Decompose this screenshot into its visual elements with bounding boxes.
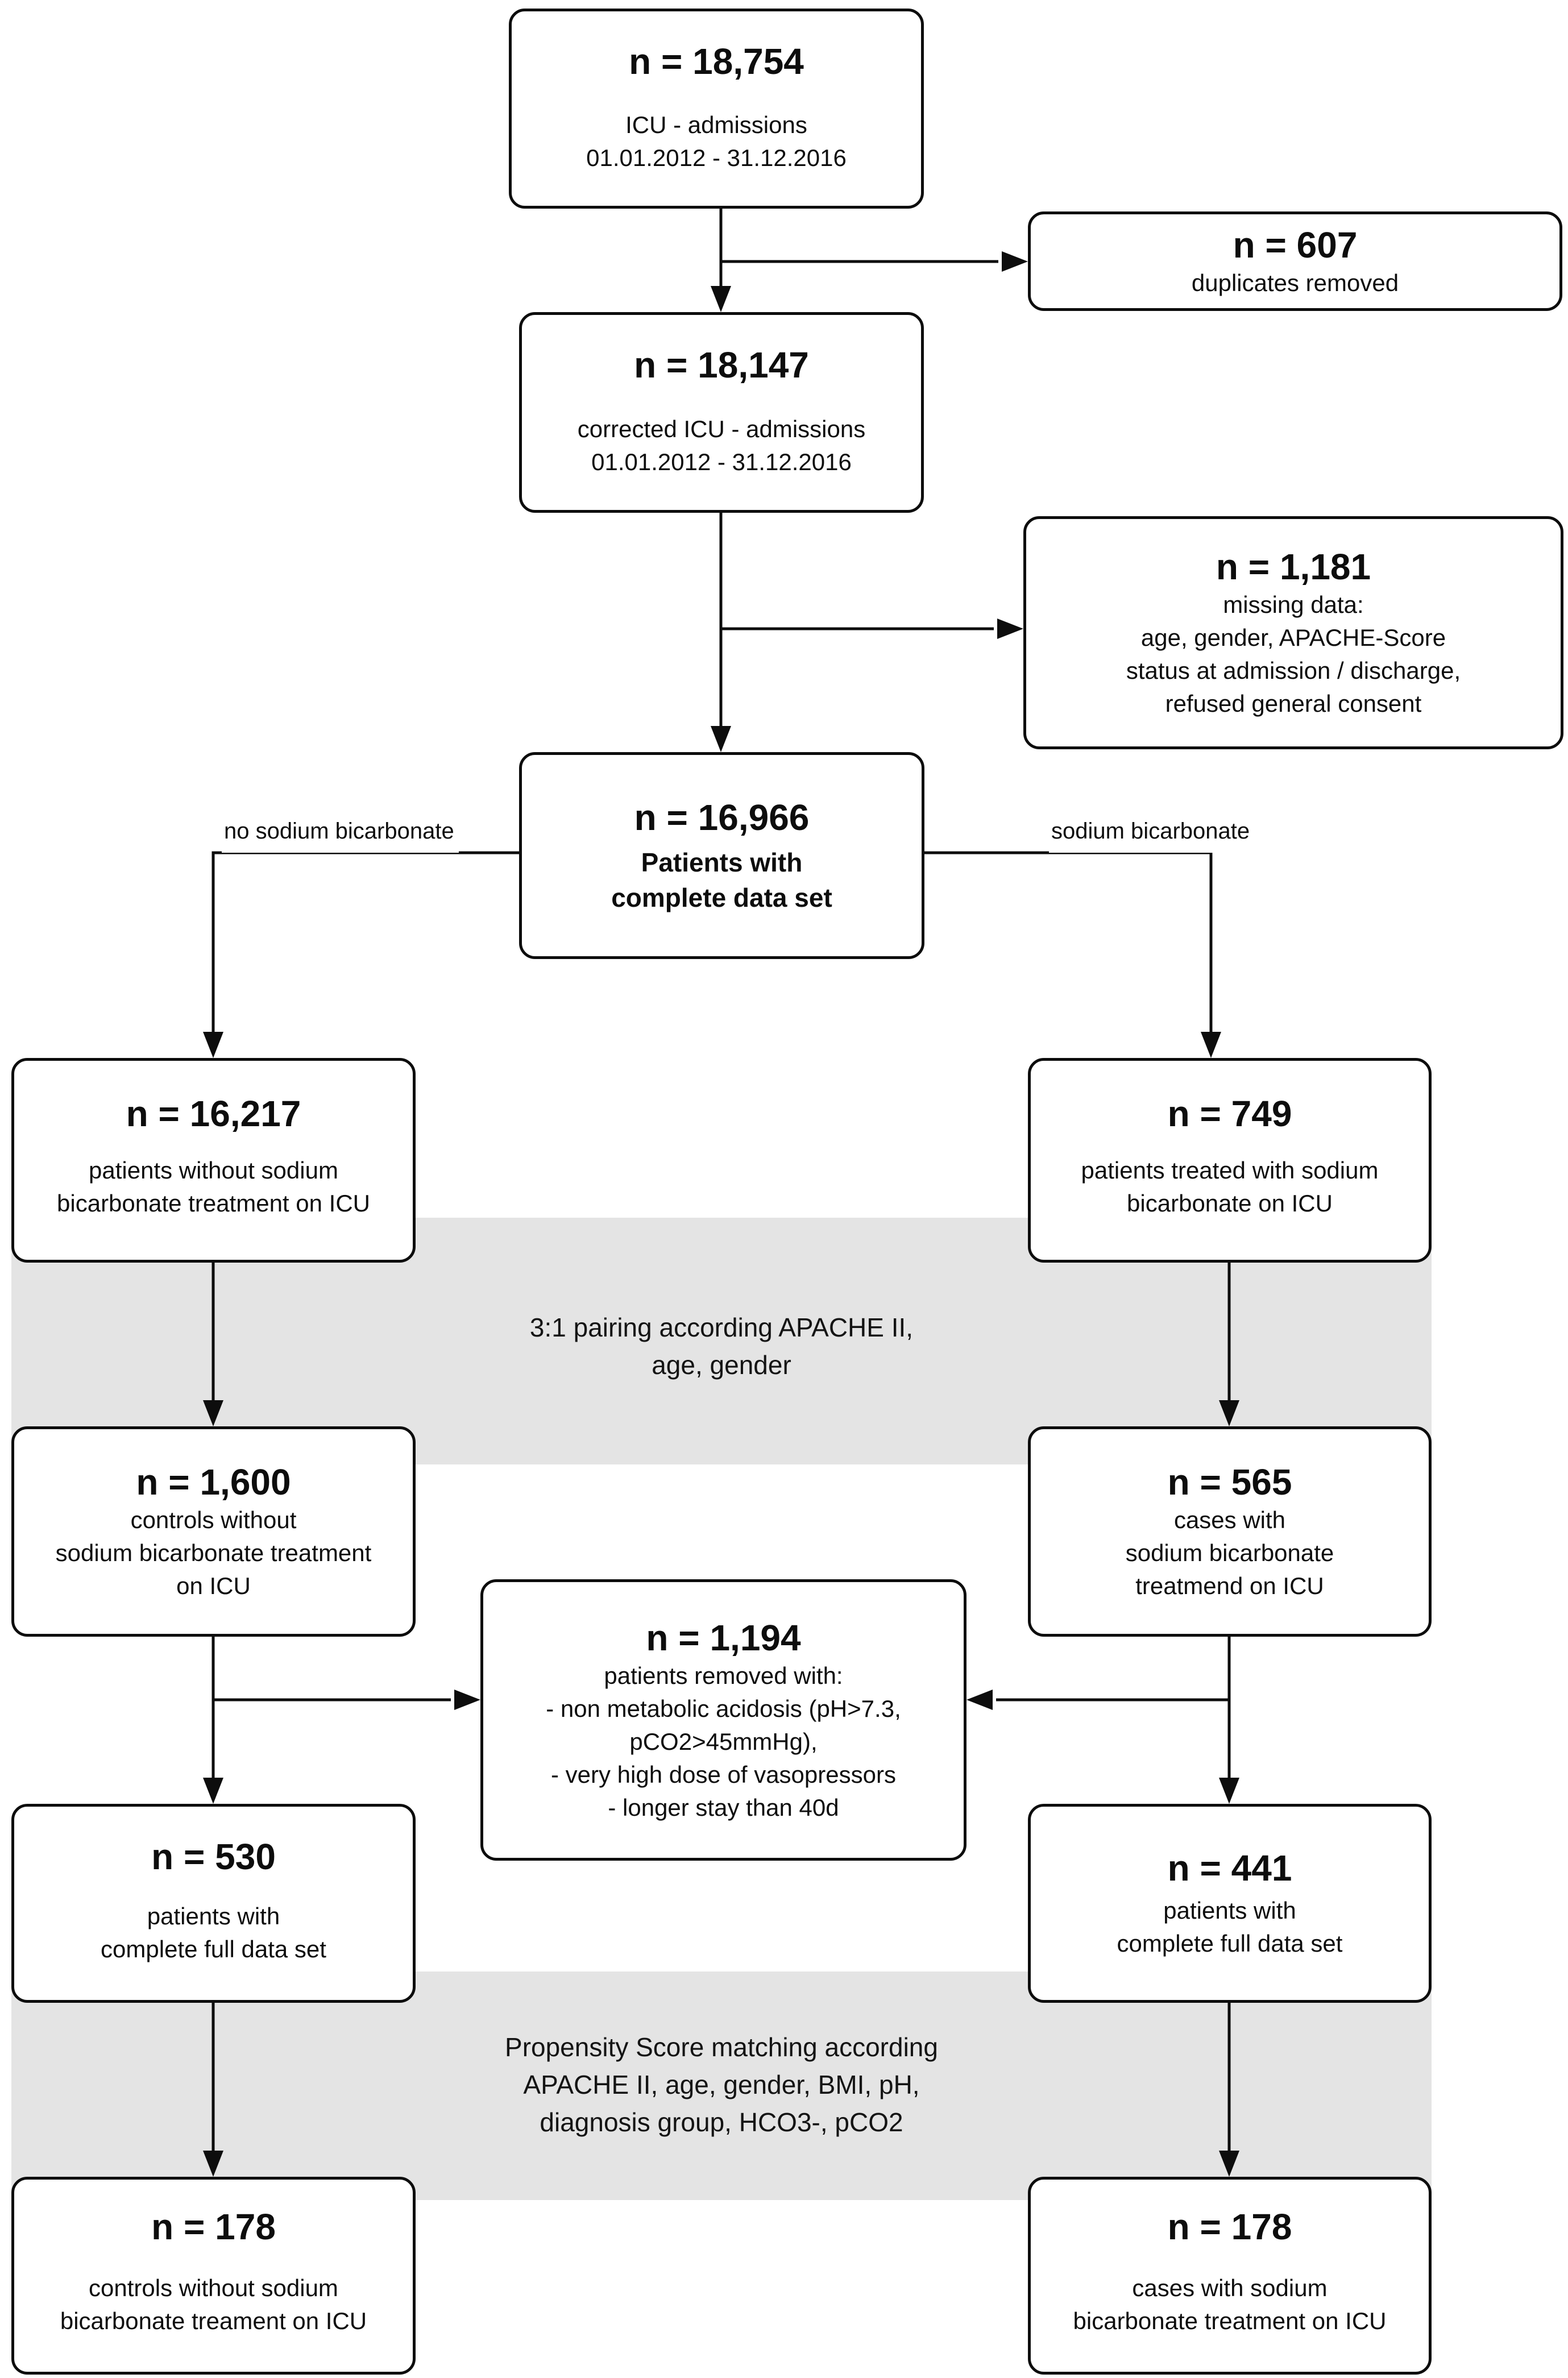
propensity-band-text: Propensity Score matching according [505, 2032, 938, 2062]
node-text-line: controls without sodium [89, 2275, 338, 2301]
node-text-line: patients without sodium [89, 1157, 338, 1184]
arrowhead-down-icon [1219, 2151, 1239, 2177]
node-text-line: patients removed with: [604, 1662, 843, 1689]
node-text: controls without sodium bicarbonate trea… [56, 1504, 372, 1603]
node-cases-full: n = 441 patients with complete full data… [1028, 1804, 1432, 2003]
node-text-line: controls without [130, 1507, 297, 1533]
arrowhead-left-icon [966, 1690, 993, 1710]
node-text-line: patients with [147, 1903, 280, 1929]
node-text-line: on ICU [176, 1572, 251, 1599]
node-count: n = 18,754 [629, 41, 804, 82]
node-count: n = 1,194 [646, 1617, 801, 1658]
arrowhead-down-icon [711, 286, 731, 312]
node-count: n = 18,147 [634, 345, 809, 385]
node-count: n = 16,966 [634, 797, 810, 838]
node-text-line: cases with sodium [1132, 2275, 1328, 2301]
node-text-line: 01.01.2012 - 31.12.2016 [586, 144, 847, 171]
node-count: n = 178 [1167, 2206, 1292, 2247]
node-text-line: treatmend on ICU [1135, 1572, 1324, 1599]
node-text: controls without sodium bicarbonate trea… [60, 2272, 367, 2338]
node-text-line: sodium bicarbonate treatment [55, 1539, 372, 1566]
branch-label-no-sodium-bicarbonate: no sodium bicarbonate [222, 817, 459, 853]
arrowhead-down-icon [203, 1032, 223, 1058]
node-text-line: refused general consent [1165, 690, 1422, 717]
arrowhead-right-icon [1002, 251, 1028, 272]
pairing-band-text: age, gender [652, 1350, 791, 1380]
node-text-line: pCO2>45mmHg), [629, 1728, 818, 1755]
node-text-line: bicarbonate treament on ICU [60, 2308, 367, 2334]
node-controls-full: n = 530 patients with complete full data… [11, 1804, 416, 2003]
node-text-line: complete full data set [101, 1936, 326, 1962]
node-complete-dataset: n = 16,966 Patients with complete data s… [519, 752, 924, 959]
node-text-line: duplicates removed [1191, 269, 1399, 296]
node-text: cases with sodium bicarbonate treatmend … [1126, 1504, 1334, 1603]
node-text-line: - non metabolic acidosis (pH>7.3, [546, 1695, 901, 1722]
arrowhead-down-icon [711, 726, 731, 752]
node-text-line: patients with [1163, 1897, 1296, 1924]
node-controls-final: n = 178 controls without sodium bicarbon… [11, 2177, 416, 2375]
arrowhead-right-icon [997, 619, 1023, 639]
node-text-line: sodium bicarbonate [1125, 1539, 1334, 1566]
node-text-line: cases with [1173, 1507, 1286, 1533]
node-count: n = 441 [1167, 1848, 1292, 1889]
node-text-line: patients treated with sodium [1081, 1157, 1379, 1184]
node-removed: n = 1,194 patients removed with: - non m… [480, 1579, 966, 1861]
node-count: n = 1,600 [136, 1462, 291, 1503]
node-text: ICU - admissions 01.01.2012 - 31.12.2016 [586, 109, 847, 175]
branch-label-sodium-bicarbonate: sodium bicarbonate [1049, 817, 1255, 853]
node-text-line: 01.01.2012 - 31.12.2016 [591, 449, 852, 475]
node-text-line: status at admission / discharge, [1126, 657, 1461, 684]
node-text-line: complete full data set [1117, 1930, 1343, 1957]
node-cases-final: n = 178 cases with sodium bicarbonate tr… [1028, 2177, 1432, 2375]
arrowhead-down-icon [1201, 1032, 1221, 1058]
node-text: patients with complete full data set [101, 1900, 326, 1966]
arrowhead-down-icon [1219, 1778, 1239, 1804]
node-text-line: complete data set [611, 883, 832, 912]
node-duplicates: n = 607 duplicates removed [1028, 211, 1562, 311]
node-count: n = 1,181 [1216, 546, 1371, 587]
node-text-line: missing data: [1223, 591, 1364, 618]
node-cases: n = 565 cases with sodium bicarbonate tr… [1028, 1426, 1432, 1637]
node-text-line: ICU - admissions [625, 111, 807, 138]
node-text-line: corrected ICU - admissions [577, 416, 866, 442]
node-count: n = 16,217 [126, 1093, 301, 1134]
arrowhead-right-icon [454, 1690, 480, 1710]
node-corrected: n = 18,147 corrected ICU - admissions 01… [519, 312, 924, 513]
node-count: n = 749 [1167, 1093, 1292, 1134]
arrowhead-down-icon [203, 1778, 223, 1804]
node-text-line: age, gender, APACHE-Score [1140, 624, 1446, 651]
propensity-band: Propensity Score matching according APAC… [11, 1972, 1432, 2200]
node-text-line: - very high dose of vasopressors [551, 1761, 896, 1788]
node-text-line: bicarbonate on ICU [1127, 1190, 1333, 1217]
pairing-band-text: 3:1 pairing according APACHE II, [529, 1313, 914, 1342]
arrowhead-down-icon [203, 1400, 223, 1426]
node-count: n = 530 [151, 1836, 276, 1877]
node-no-bicarbonate: n = 16,217 patients without sodium bicar… [11, 1058, 416, 1263]
node-text-line: bicarbonate treatment on ICU [1073, 2308, 1387, 2334]
node-text: cases with sodium bicarbonate treatment … [1073, 2272, 1387, 2338]
node-text: corrected ICU - admissions 01.01.2012 - … [578, 413, 865, 479]
node-missing-data: n = 1,181 missing data: age, gender, APA… [1023, 516, 1563, 749]
node-text: patients treated with sodium bicarbonate… [1081, 1154, 1379, 1220]
propensity-band-text: diagnosis group, HCO3-, pCO2 [540, 2107, 903, 2137]
arrowhead-down-icon [203, 2151, 223, 2177]
node-text: patients without sodium bicarbonate trea… [57, 1154, 370, 1220]
node-text-line: - longer stay than 40d [608, 1794, 839, 1821]
node-controls: n = 1,600 controls without sodium bicarb… [11, 1426, 416, 1637]
node-text-line: Patients with [641, 848, 803, 877]
connector-branch-left [211, 851, 519, 1053]
node-admissions: n = 18,754 ICU - admissions 01.01.2012 -… [509, 9, 924, 209]
node-count: n = 607 [1233, 224, 1358, 265]
connector-branch-right [924, 851, 1213, 1053]
propensity-band-text: APACHE II, age, gender, BMI, pH, [523, 2070, 920, 2099]
node-bicarbonate: n = 749 patients treated with sodium bic… [1028, 1058, 1432, 1263]
arrowhead-down-icon [1219, 1400, 1239, 1426]
node-count: n = 178 [151, 2206, 276, 2247]
node-count: n = 565 [1167, 1462, 1292, 1503]
node-text-line: bicarbonate treatment on ICU [57, 1190, 370, 1217]
